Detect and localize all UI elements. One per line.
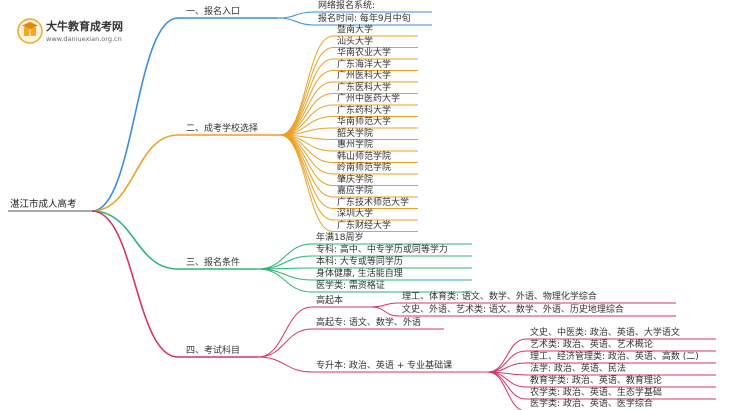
school-item: 广东药科大学 — [337, 106, 392, 116]
brand-url: www.daniuexian.org.cn — [46, 35, 122, 43]
connector-line — [487, 350, 527, 373]
connector-line — [91, 210, 179, 358]
connector-line — [257, 306, 313, 358]
connector-line — [487, 371, 527, 400]
exam-zhuanshengben-item: 医学类: 政治、英语、医学综合 — [530, 399, 653, 409]
connector-line — [279, 47, 334, 136]
connector-line — [257, 268, 313, 293]
connector-line — [279, 134, 334, 198]
exam-gaoqiben: 高起本 — [316, 296, 344, 306]
exam-zhuanshengben-item: 教育学类: 政治、英语、教育理论 — [530, 376, 662, 386]
school-item: 汕头大学 — [337, 37, 374, 47]
exam-gaoqiben-item: 文史、外语、艺术类: 语文、数学、外语、历史地理综合 — [402, 305, 624, 315]
exam-zhuanshengben-item: 理工、经济管理类: 政治、英语、高数 (二) — [530, 352, 699, 362]
connector-line — [91, 134, 179, 212]
connector-line — [277, 17, 315, 26]
connector-line — [279, 134, 334, 232]
connector-line — [257, 255, 313, 270]
school-item: 广州医科大学 — [337, 71, 392, 81]
graduation-book-icon — [17, 18, 43, 44]
school-item: 广东技术师范大学 — [337, 198, 410, 208]
branch-school-selection: 二、成考学校选择 — [186, 124, 259, 134]
connector-line — [279, 134, 334, 175]
school-item: 深圳大学 — [337, 209, 374, 219]
school-item: 岭南师范学院 — [337, 163, 392, 173]
school-item: 暨南大学 — [337, 25, 374, 35]
branch-exam-subjects: 四、考试科目 — [186, 346, 241, 356]
registration-system-item: 网络报名系统: — [318, 1, 376, 11]
requirement-item: 年满18周岁 — [316, 233, 364, 243]
requirement-item: 本科: 大专或等同学历 — [316, 257, 403, 267]
exam-gaoqizhuan: 高起专: 语文、数学、外语 — [316, 318, 421, 328]
connector-line — [91, 210, 179, 270]
requirement-item: 医学类: 需资格证 — [316, 281, 385, 291]
exam-zhuanshengben: 专升本: 政治、英语 + 专业基础课 — [316, 361, 453, 371]
school-item: 广东财经大学 — [337, 221, 392, 231]
exam-gaoqiben-item: 理工、体育类: 语文、数学、外语、物理化学综合 — [402, 292, 597, 302]
connector-line — [277, 11, 315, 19]
connector-line — [257, 356, 313, 373]
brand-title: 大牛教育成考网 — [46, 20, 123, 33]
school-item: 肇庆学院 — [337, 175, 374, 185]
school-item: 广州中医药大学 — [337, 94, 401, 104]
connector-line — [91, 17, 179, 212]
connector-line — [279, 35, 334, 136]
connector-line — [371, 302, 399, 308]
school-item: 华南师范大学 — [337, 117, 392, 127]
school-item: 韩山师范学院 — [337, 152, 392, 162]
school-item: 惠州学院 — [337, 140, 374, 150]
school-item: 广东海洋大学 — [337, 60, 392, 70]
exam-zhuanshengben-item: 农学类: 政治、英语、生态学基础 — [530, 388, 662, 398]
requirement-item: 身体健康, 生活能自理 — [316, 269, 403, 279]
school-item: 韶关学院 — [337, 129, 374, 139]
school-item: 广东医科大学 — [337, 83, 392, 93]
exam-zhuanshengben-item: 艺术类: 政治、英语、艺术概论 — [530, 340, 653, 350]
exam-zhuanshengben-item: 文史、中医类: 政治、英语、大学语文 — [530, 328, 680, 338]
connector-line — [279, 134, 334, 209]
school-item: 嘉应学院 — [337, 186, 374, 196]
exam-zhuanshengben-item: 法学: 政治、英语、民法 — [530, 364, 626, 374]
connector-line — [279, 58, 334, 136]
connector-line — [371, 306, 399, 317]
connector-line — [257, 268, 313, 281]
root-node: 湛江市成人高考 — [10, 199, 77, 210]
registration-time-item: 报名时间: 每年9月中旬 — [318, 14, 411, 24]
branch-registration-entry: 一、报名入口 — [186, 7, 241, 17]
branch-requirements: 三、报名条件 — [186, 258, 241, 268]
connector-line — [257, 328, 313, 358]
requirement-item: 专科: 高中、中专学历或同等学力 — [316, 245, 448, 255]
school-item: 华南农业大学 — [337, 48, 392, 58]
connector-line — [279, 134, 334, 221]
connector-line — [487, 371, 524, 410]
